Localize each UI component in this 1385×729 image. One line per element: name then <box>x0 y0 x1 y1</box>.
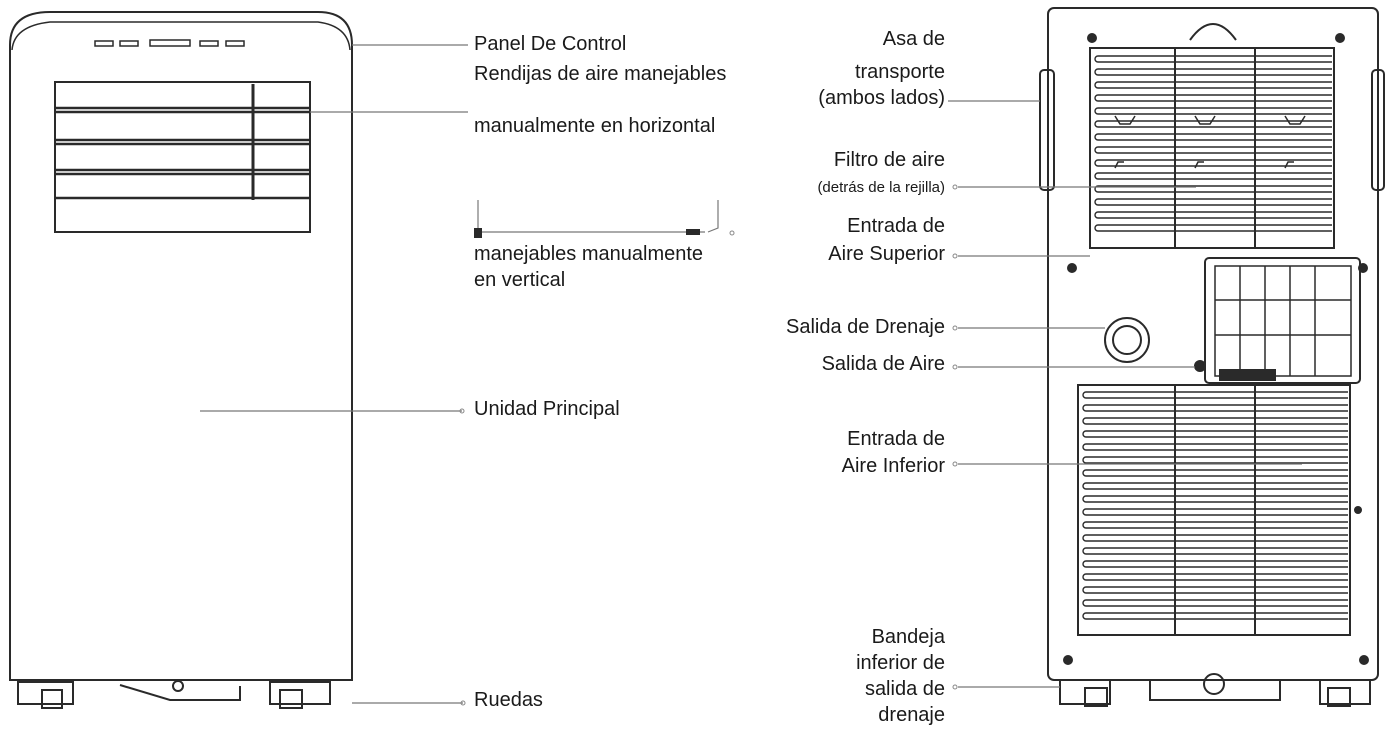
back-wheels-and-tray <box>1059 673 1371 707</box>
grille-slat <box>1082 482 1348 490</box>
air-outlet <box>1204 257 1361 384</box>
grille-slat <box>1082 456 1348 464</box>
grille-slat <box>1094 185 1332 193</box>
front-unit <box>9 11 353 709</box>
front-wheels <box>17 680 331 709</box>
back-leaders <box>948 100 1302 688</box>
back-leader-markers <box>952 184 958 690</box>
label-wheels: Ruedas <box>474 689 543 711</box>
horizontal-louvers <box>55 106 310 200</box>
grille-slat <box>1082 612 1348 620</box>
grille-slat <box>1082 469 1348 477</box>
grille-slat <box>1094 211 1332 219</box>
label-air-outlet: Salida de Aire <box>821 353 945 375</box>
grille-slat <box>1094 133 1332 141</box>
lower-grille-slats <box>1082 391 1348 620</box>
grille-slat <box>1094 146 1332 154</box>
label-tray-3: salida de <box>864 678 945 700</box>
label-lower-inlet-2: Aire Inferior <box>841 455 945 477</box>
control-buttons <box>94 39 245 47</box>
grille-slat <box>1082 521 1348 529</box>
grille-slat <box>1082 599 1348 607</box>
grille-slat <box>1082 430 1348 438</box>
label-louvers-horizontal-1: Rendijas de aire manejables <box>474 63 727 85</box>
grille-slat <box>1094 172 1332 180</box>
grille-slat <box>1082 586 1348 594</box>
grille-slat <box>1082 443 1348 451</box>
label-louvers-horizontal-2: manualmente en horizontal <box>474 115 716 137</box>
drain-outlet <box>1104 317 1150 363</box>
front-body-outline <box>9 11 353 681</box>
label-tray-1: Bandeja <box>871 626 945 648</box>
grille-slat <box>1094 224 1332 232</box>
label-tray-4: drenaje <box>878 704 945 726</box>
grille-slat <box>1082 417 1348 425</box>
carry-handle-side <box>1039 69 1055 191</box>
front-leader-markers <box>459 230 735 706</box>
carry-handle-top <box>1189 23 1237 41</box>
label-louvers-vertical-2: en vertical <box>474 269 566 291</box>
label-drain-outlet: Salida de Drenaje <box>786 316 945 338</box>
grille-slat <box>1094 159 1332 167</box>
label-louvers-vertical-1: manejables manualmente <box>474 243 704 265</box>
label-filter-1: Filtro de aire <box>833 149 945 171</box>
label-handle-3: (ambos lados) <box>818 87 945 109</box>
upper-grille-slats <box>1094 55 1332 232</box>
grille-slat <box>1094 81 1332 89</box>
upper-air-inlet-grille <box>1089 47 1335 249</box>
grille-slat <box>1094 68 1332 76</box>
grille-slat <box>1094 198 1332 206</box>
label-control-panel: Panel De Control <box>474 33 627 55</box>
label-handle-1: Asa de <box>882 28 945 50</box>
grille-slat <box>1094 55 1332 63</box>
control-panel <box>11 21 351 51</box>
label-tray-2: inferior de <box>856 652 945 674</box>
grille-slat <box>1094 94 1332 102</box>
label-filter-2: (detrás de la rejilla) <box>817 179 945 196</box>
carry-handle-side-right <box>1371 69 1385 191</box>
grille-slat <box>1094 107 1332 115</box>
grille-slat <box>1082 508 1348 516</box>
label-upper-inlet-1: Entrada de <box>847 215 945 237</box>
label-main-unit: Unidad Principal <box>474 398 620 420</box>
back-unit <box>1039 7 1385 707</box>
grille-slat <box>1082 391 1348 399</box>
lower-air-inlet-grille <box>1077 384 1351 636</box>
grille-slat <box>1082 547 1348 555</box>
label-handle-2: transporte <box>854 61 945 83</box>
label-upper-inlet-2: Aire Superior <box>828 243 945 265</box>
label-lower-inlet-1: Entrada de <box>847 428 945 450</box>
grille-slat <box>1082 573 1348 581</box>
grille-slat <box>1094 120 1332 128</box>
grille-slat <box>1082 534 1348 542</box>
grille-slat <box>1082 560 1348 568</box>
louver-window <box>54 81 311 233</box>
back-body-outline <box>1047 7 1379 681</box>
front-leaders <box>200 44 719 704</box>
grille-slat <box>1082 495 1348 503</box>
grille-slat <box>1082 404 1348 412</box>
